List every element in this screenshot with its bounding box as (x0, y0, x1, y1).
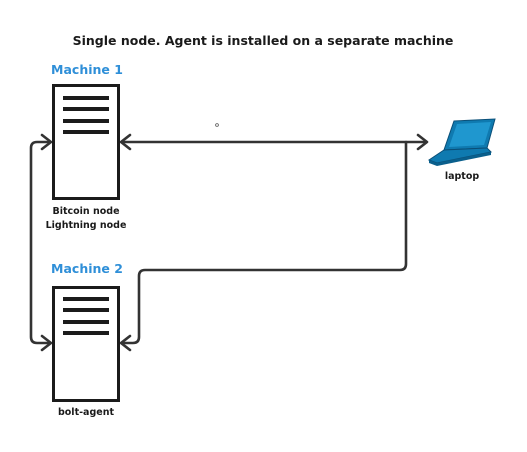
machine1-machine2-connector (29, 140, 52, 345)
machine2-left-arrowhead (40, 334, 53, 352)
laptop-icon (427, 118, 496, 166)
machine2-right-arrowhead (119, 334, 132, 352)
machine2-group: Machine 2 bolt-agent (51, 261, 123, 418)
marker-dot (215, 123, 219, 127)
laptop-label: laptop (445, 171, 480, 182)
connections (29, 133, 429, 352)
server-icon (52, 84, 120, 200)
server-icon (52, 286, 120, 402)
machine1-caption-2: Lightning node (46, 220, 127, 231)
machine1-arrowhead (119, 133, 132, 151)
laptop-arrowhead (416, 133, 429, 151)
laptop-machine2-connector (120, 140, 408, 345)
laptop-group: laptop (427, 118, 496, 182)
machine1-title: Machine 1 (51, 62, 123, 77)
machine2-title: Machine 2 (51, 261, 123, 276)
machine1-caption-1: Bitcoin node (52, 206, 119, 217)
diagram-title: Single node. Agent is installed on a sep… (73, 33, 454, 48)
machine2-caption: bolt-agent (58, 407, 114, 418)
machine1-group: Machine 1 Bitcoin node Lightning node (46, 62, 127, 231)
machine1-left-arrowhead (40, 133, 53, 151)
